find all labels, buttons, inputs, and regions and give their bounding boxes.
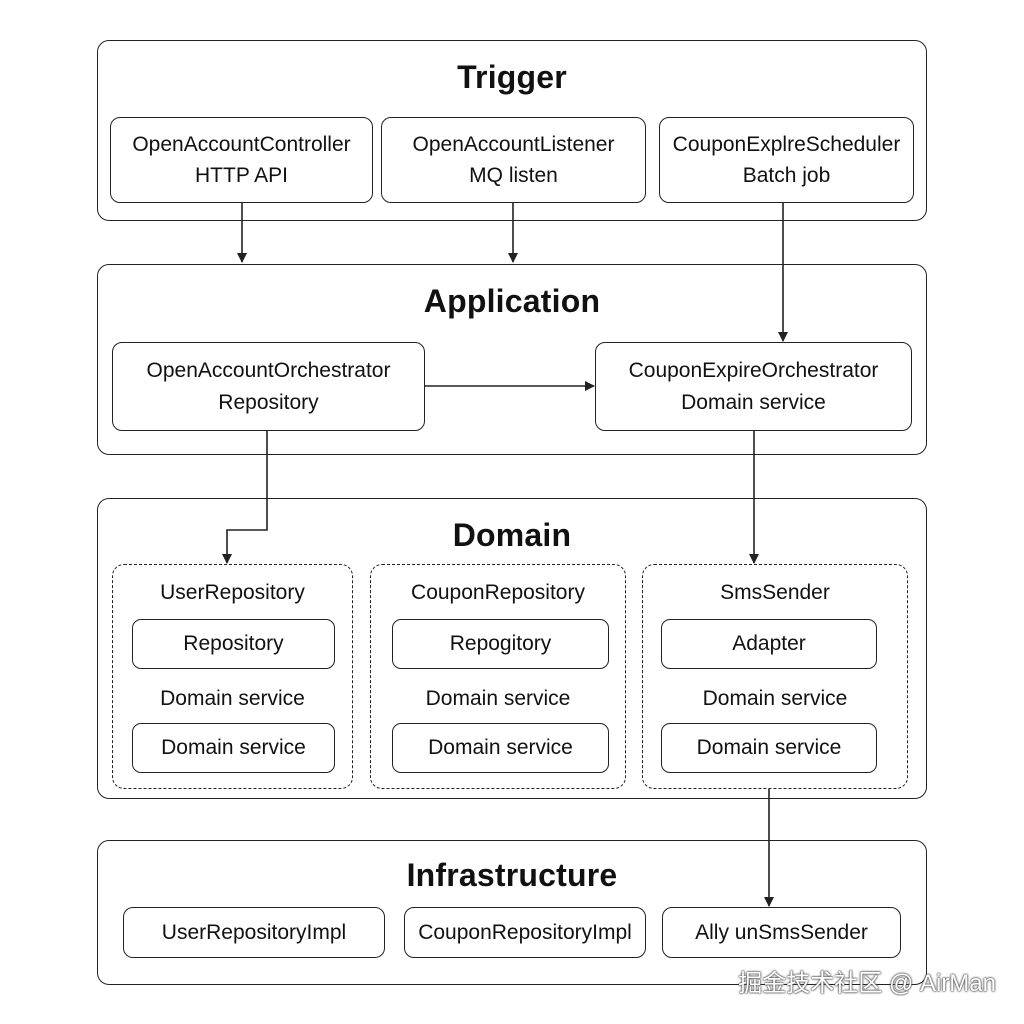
trigger-layer-title: Trigger (457, 59, 567, 95)
coupon-expire-orchestrator-box: CouponExpireOrchestrator Domain service (595, 342, 912, 431)
group-box-primary: Repogitory (392, 619, 609, 669)
group-middle-label: Domain service (160, 687, 305, 710)
open-account-controller-box: OpenAccountController HTTP API (110, 117, 373, 203)
coupon-repository-group: CouponRepository Repogitory Domain servi… (370, 564, 626, 789)
group-middle-label: Domain service (425, 687, 571, 710)
box-subtitle: MQ listen (469, 164, 558, 187)
application-layer-title: Application (423, 283, 601, 319)
coupon-repository-impl-box: CouponRepositoryImpl (404, 907, 646, 958)
box-name: CouponExpireOrchestrator (628, 359, 879, 382)
group-box-secondary: Domain service (661, 723, 877, 773)
group-middle-label: Domain service (702, 687, 848, 710)
box-subtitle: Batch job (742, 164, 831, 187)
box-subtitle: Domain service (681, 390, 826, 414)
group-box-primary: Adapter (661, 619, 877, 669)
infrastructure-layer-title: Infrastructure (406, 857, 618, 893)
box-name: CouponExplreScheduler (672, 132, 901, 156)
sms-sender-impl-box: Ally unSmsSender (662, 907, 901, 958)
domain-layer-title: Domain (452, 517, 572, 553)
box-name: OpenAccountOrchestrator (146, 359, 391, 382)
box-subtitle: HTTP API (195, 164, 288, 187)
group-title: SmsSender (720, 581, 830, 604)
user-repository-impl-box: UserRepositoryImpl (123, 907, 385, 958)
sms-sender-group: SmsSender Adapter Domain service Domain … (642, 564, 908, 789)
user-repository-group: UserRepository Repository Domain service… (112, 564, 353, 789)
group-box-secondary: Domain service (132, 723, 335, 773)
open-account-listener-box: OpenAccountListener MQ listen (381, 117, 646, 203)
box-subtitle: Repository (218, 390, 319, 414)
box-name: OpenAccountListener (412, 132, 615, 156)
group-title: CouponRepository (411, 581, 585, 604)
group-box-secondary: Domain service (392, 723, 609, 773)
watermark: 掘金技术社区 @ AirMan (738, 970, 996, 997)
box-name: OpenAccountController (132, 132, 351, 156)
coupon-expire-scheduler-box: CouponExplreScheduler Batch job (659, 117, 914, 203)
group-title: UserRepository (160, 581, 305, 604)
group-box-primary: Repository (132, 619, 335, 669)
open-account-orchestrator-box: OpenAccountOrchestrator Repository (112, 342, 425, 431)
